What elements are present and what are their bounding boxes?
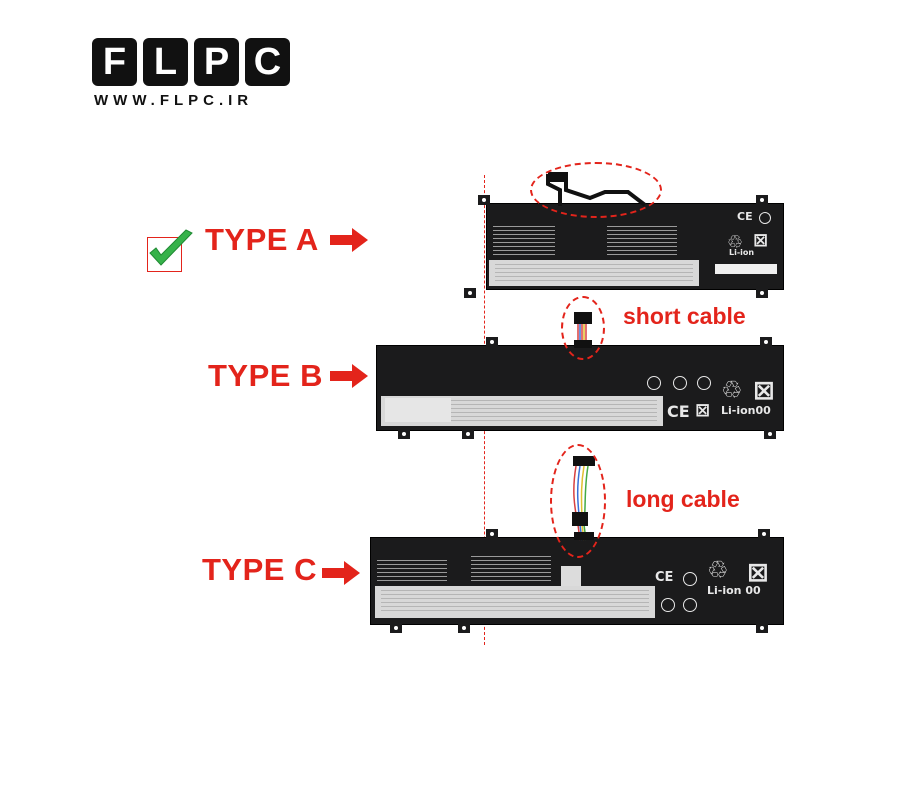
logo-letter: F <box>92 38 137 86</box>
long-cable-label: long cable <box>626 486 740 512</box>
ce-mark-icon: CE <box>667 402 690 421</box>
logo-letter: L <box>143 38 188 86</box>
arrow-right-icon <box>330 228 368 252</box>
logo-url: WWW.FLPC.IR <box>94 92 254 109</box>
flpc-logo: F L P C <box>92 38 290 86</box>
crossed-bin-icon: ⊠ <box>695 400 711 421</box>
recycle-icon: ♲ <box>727 232 744 253</box>
battery-type-b: CE ⊠ ♲ Li-ion00 ⊠ <box>376 345 784 431</box>
crossed-bin-icon: ⊠ <box>747 558 769 588</box>
type-b-label: TYPE B <box>208 358 323 393</box>
cable-highlight-b <box>561 296 605 360</box>
ce-mark-icon: CE <box>737 210 753 223</box>
short-cable-label: short cable <box>623 303 746 329</box>
logo-letter: C <box>245 38 290 86</box>
recycle-icon: ♲ <box>707 556 729 584</box>
battery-type-a: CE ♲ ⊠ Li-ion <box>486 203 784 290</box>
crossed-bin-icon: ⊠ <box>753 230 769 251</box>
li-ion-mark: Li-ion 00 <box>707 584 761 597</box>
recycle-icon: ♲ <box>721 376 743 404</box>
crossed-bin-icon: ⊠ <box>753 376 775 406</box>
arrow-right-icon <box>330 364 368 388</box>
type-a-label: TYPE A <box>205 222 319 257</box>
li-ion-mark: Li-ion <box>729 248 755 257</box>
logo-letter: P <box>194 38 239 86</box>
arrow-right-icon <box>322 561 360 585</box>
cable-highlight-a <box>530 162 662 218</box>
ce-mark-icon: CE <box>655 570 674 585</box>
type-c-label: TYPE C <box>202 552 317 587</box>
cable-highlight-c <box>550 444 606 558</box>
li-ion-mark: Li-ion00 <box>721 404 771 417</box>
